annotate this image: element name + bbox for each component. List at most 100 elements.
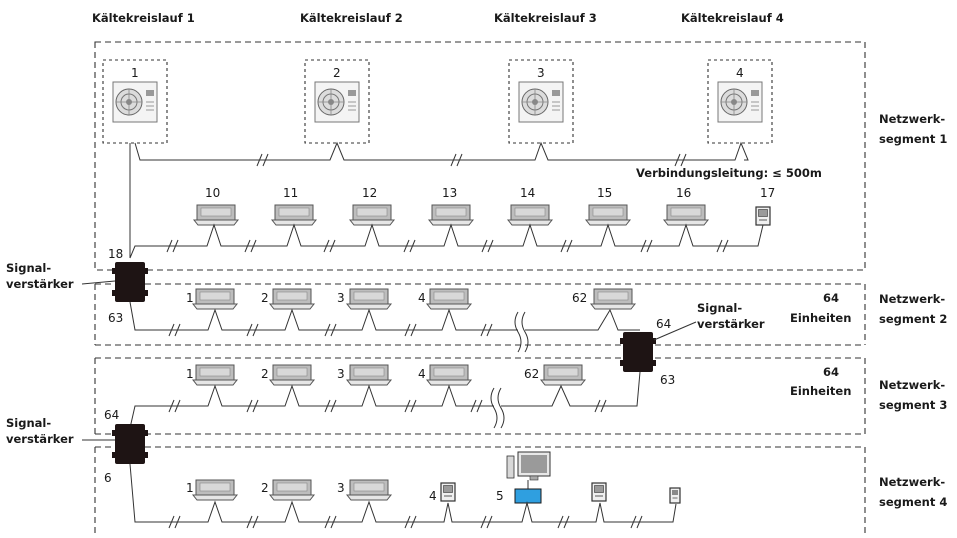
remote-controller-small: [669, 487, 681, 504]
repeater-1-label-line2: verstärker: [6, 277, 74, 291]
segment-1-bus: [129, 223, 764, 259]
unit-number: 2: [261, 291, 269, 305]
repeater-2-bottom-number: 63: [660, 373, 675, 387]
connection-note: Verbindungsleitung: ≤ 500m: [636, 166, 822, 180]
unit-number: 16: [676, 186, 691, 200]
unit-number: 15: [597, 186, 612, 200]
signal-repeater-2: [620, 332, 656, 372]
unit-number: 2: [261, 481, 269, 495]
capacity-3-number: 64: [823, 365, 839, 379]
segment-3-units: 1 2 3 4 62: [186, 364, 586, 386]
unit-number: 12: [362, 186, 377, 200]
indoor-unit: [585, 204, 631, 226]
remote-controller: [755, 206, 771, 226]
repeater-2-label-line1: Signal-: [697, 301, 742, 315]
segment-2-label-line1: Netzwerk-: [879, 292, 945, 306]
repeater-2-label-line2: verstärker: [697, 317, 765, 331]
unit-number: 14: [520, 186, 535, 200]
capacity-2-number: 64: [823, 291, 839, 305]
segment-1-label-line2: segment 1: [879, 132, 947, 146]
segment-4-label-line1: Netzwerk-: [879, 475, 945, 489]
remote-controller: [440, 482, 456, 502]
repeater-1-bottom-number: 63: [108, 311, 123, 325]
unit-number: 1: [186, 481, 194, 495]
repeater-3-bottom-number: 6: [104, 471, 112, 485]
remote-number: 4: [429, 489, 437, 503]
unit-number: 1: [186, 367, 194, 381]
repeater-3-label-line1: Signal-: [6, 416, 51, 430]
indoor-unit: [346, 479, 392, 501]
outdoor-connection-line: [134, 141, 749, 161]
segment-4-label-line2: segment 4: [879, 495, 947, 509]
indoor-unit: [507, 204, 553, 226]
indoor-unit: [192, 288, 238, 310]
indoor-unit: [271, 204, 317, 226]
unit-number: 3: [337, 481, 345, 495]
outdoor-unit-number-1: 1: [131, 66, 139, 80]
unit-number: 11: [283, 186, 298, 200]
remote-controller: [591, 482, 607, 502]
indoor-unit: [269, 364, 315, 386]
outdoor-unit-number-2: 2: [333, 66, 341, 80]
outdoor-unit-2: [314, 81, 360, 123]
segment-2-units: 1 2 3 4 62: [186, 288, 636, 310]
unit-number: 62: [572, 291, 587, 305]
outdoor-unit-3: [518, 81, 564, 123]
indoor-unit: [349, 204, 395, 226]
remote-number: 17: [760, 186, 775, 200]
capacity-2-label: Einheiten: [790, 311, 851, 325]
circuit-label-4: Kältekreislauf 4: [681, 11, 784, 25]
repeater-1-label-line1: Signal-: [6, 261, 51, 275]
unit-number: 13: [442, 186, 457, 200]
indoor-unit: [193, 204, 239, 226]
segment-1-units: 10 11 12 13 14 15 16 17: [193, 186, 775, 226]
repeater-3-top-number: 64: [104, 408, 119, 422]
pc-number: 5: [496, 489, 504, 503]
capacity-3-label: Einheiten: [790, 384, 851, 398]
indoor-unit: [663, 204, 709, 226]
outdoor-unit-number-3: 3: [537, 66, 545, 80]
signal-repeater-1: [112, 262, 148, 302]
outdoor-box-3: [508, 59, 574, 144]
segment-3-label-line1: Netzwerk-: [879, 378, 945, 392]
outdoor-unit-4: [717, 81, 763, 123]
indoor-unit: [192, 364, 238, 386]
signal-repeater-3: [112, 424, 148, 464]
indoor-unit: [269, 288, 315, 310]
outdoor-box-1: [102, 59, 168, 144]
indoor-unit: [346, 288, 392, 310]
segment-2-label-line2: segment 2: [879, 312, 947, 326]
indoor-unit: [540, 364, 586, 386]
segment-1-label-line1: Netzwerk-: [879, 112, 945, 126]
computer-icon: [506, 451, 551, 504]
unit-number: 3: [337, 291, 345, 305]
unit-number: 1: [186, 291, 194, 305]
segment-4-bus: [129, 463, 677, 523]
indoor-unit: [426, 364, 472, 386]
repeater-1-top-number: 18: [108, 247, 123, 261]
outdoor-unit-1: [112, 81, 158, 123]
segment-3-bus: [129, 384, 494, 429]
repeater-2-top-number: 64: [656, 317, 671, 331]
unit-number: 62: [524, 367, 539, 381]
pc-interface-box: [514, 488, 542, 504]
circuit-label-3: Kältekreislauf 3: [494, 11, 597, 25]
segment-4-units: 1 2 3 4 5: [186, 451, 681, 504]
unit-number: 4: [418, 367, 426, 381]
indoor-unit: [426, 288, 472, 310]
segment-2-bus: [129, 301, 518, 331]
circuit-label-1: Kältekreislauf 1: [92, 11, 195, 25]
indoor-unit: [590, 288, 636, 310]
segment-frames: [94, 41, 866, 534]
unit-number: 10: [205, 186, 220, 200]
segment-1-frame: [94, 41, 866, 271]
unit-number: 3: [337, 367, 345, 381]
indoor-unit: [192, 479, 238, 501]
repeater-3-label-line2: verstärker: [6, 432, 74, 446]
circuit-label-2: Kältekreislauf 2: [300, 11, 403, 25]
indoor-unit: [346, 364, 392, 386]
outdoor-box-2: [304, 59, 370, 144]
indoor-unit: [428, 204, 474, 226]
